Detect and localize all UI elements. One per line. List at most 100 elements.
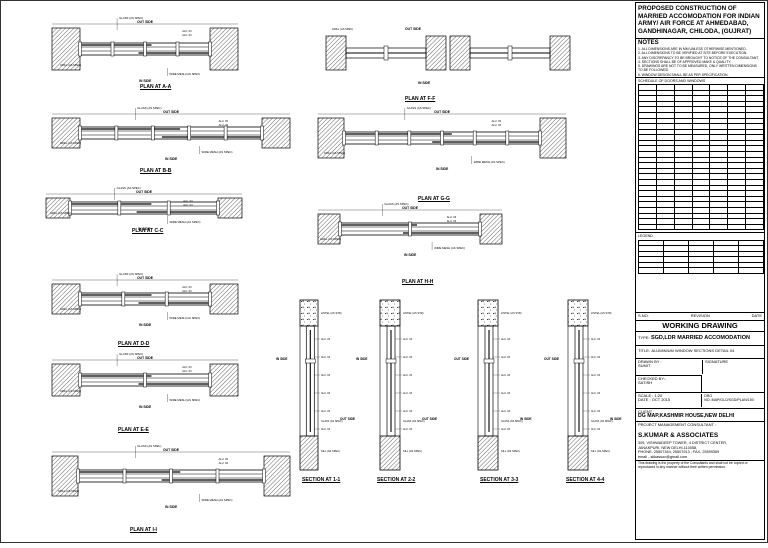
callout-text: GRILL (AS SPEC) bbox=[332, 27, 353, 31]
inside-text: IN SIDE bbox=[436, 167, 449, 171]
drawing-status: WORKING DRAWING bbox=[636, 319, 764, 332]
schedule-cell bbox=[727, 223, 747, 231]
project-title: PROPOSED CONSTRUCTION OF MARRIED ACCOMOD… bbox=[636, 3, 764, 40]
section-view: LINTEL (AS STR)SILL (AS SPEC)ALU. 03ALU.… bbox=[454, 299, 532, 471]
window-frame bbox=[305, 325, 315, 437]
title-label: TITLE: bbox=[638, 348, 651, 354]
plan-label-i: PLAN AT I-I bbox=[130, 527, 157, 533]
plan-label-b: PLAN AT B-B bbox=[140, 168, 172, 174]
wall-right bbox=[209, 283, 239, 315]
callout-text: ALU. 03 bbox=[321, 356, 331, 359]
plan-view: GLASS (AS SPEC)WIRE MESH (AS SPEC)ALU. 0… bbox=[317, 202, 503, 257]
wall-left bbox=[51, 363, 81, 397]
callout-text: SILL (AS SPEC) bbox=[591, 449, 610, 453]
legend-heading: LEGEND bbox=[636, 232, 764, 239]
mullion bbox=[408, 221, 412, 237]
section-label-2: SECTION AT 2-2 bbox=[377, 477, 416, 483]
mullion bbox=[342, 130, 346, 146]
mullion bbox=[216, 200, 220, 216]
callout-text: ALU. 03 bbox=[182, 285, 192, 289]
outside-text: OUT SIDE bbox=[163, 110, 180, 114]
lintel bbox=[477, 299, 499, 327]
revision-header: S.NO. REVISION DATE bbox=[636, 312, 764, 320]
callout-text: ALU. 03 bbox=[591, 356, 601, 359]
schedule-heading: SCHEDULE OF DOORS AND WINDOWS bbox=[636, 76, 764, 84]
schedule-row bbox=[638, 117, 764, 125]
schedule-cell bbox=[745, 83, 764, 91]
checked-by-label: CHECKED BY:- bbox=[638, 375, 667, 381]
wall-left bbox=[325, 35, 347, 71]
schedule-row bbox=[638, 212, 764, 220]
client-value: DG MAP,KASHMIR HOUSE,NEW DELHI bbox=[638, 413, 735, 420]
plan-label-a: PLAN AT A-A bbox=[140, 84, 172, 90]
schedule-cell bbox=[745, 111, 764, 119]
callout-text: LINTEL (AS STR) bbox=[591, 311, 612, 315]
inside-text: IN SIDE bbox=[165, 505, 178, 509]
wall-left bbox=[51, 283, 81, 315]
plan-label-g: PLAN AT G-G bbox=[418, 196, 450, 202]
plan-label-e: PLAN AT E-E bbox=[118, 427, 149, 433]
callout-text: ALU. 03 bbox=[182, 29, 192, 33]
callout-text: ALU. 03 bbox=[492, 119, 502, 123]
mullion bbox=[507, 45, 513, 61]
mullion bbox=[215, 468, 220, 484]
callout-text: ALU. 03 bbox=[501, 428, 511, 431]
type-value: SGD,LDR MARRIED ACCOMODATION bbox=[650, 335, 750, 342]
rev-col-revision: REVISION bbox=[690, 313, 710, 319]
callout-text: WIRE MESH (AS SPEC) bbox=[434, 246, 465, 250]
callout-text: ALU. 03 bbox=[321, 410, 331, 413]
callout-text: ALU. 03 bbox=[403, 338, 413, 341]
wall-right bbox=[479, 213, 503, 245]
inside-text: IN SIDE bbox=[418, 81, 431, 85]
callout-text: GRILL (AS SPEC) bbox=[58, 489, 79, 493]
consultant-name: S.KUMAR & ASSOCIATES bbox=[638, 431, 719, 439]
mullion bbox=[472, 130, 477, 146]
callout-text: ALU. 03 bbox=[501, 338, 511, 341]
consultant-block: S.KUMAR & ASSOCIATES 305, VISHWADEEP TOW… bbox=[636, 429, 764, 460]
outside-text: OUT SIDE bbox=[136, 190, 153, 194]
schedule-row bbox=[638, 83, 764, 91]
callout-text: ALU. 03 bbox=[447, 219, 457, 223]
schedule-cell bbox=[745, 223, 764, 231]
callout-text: ALU. 03 bbox=[501, 374, 511, 377]
section-label-4: SECTION AT 4-4 bbox=[566, 477, 605, 483]
callout-text: ALU. 03 bbox=[321, 338, 331, 341]
mullion bbox=[169, 468, 173, 484]
callout-text: ALU. 03 bbox=[591, 428, 601, 431]
drawing-number: DRG NO.:MAP/GUJ/SGD/PLAN/150 bbox=[704, 393, 754, 402]
drawn-row: DRAWN BY : SUMIT SIGNATURE bbox=[636, 357, 764, 375]
disclaimer: This drawing is the property of the Cons… bbox=[636, 459, 764, 471]
callout-text: LINTEL (AS STR) bbox=[403, 311, 424, 315]
wall-left bbox=[51, 455, 79, 497]
callout-text: GLASS (AS SPEC) bbox=[117, 186, 141, 190]
callout-text: ALU. 03 bbox=[182, 289, 192, 293]
callout-text: ALU. 03 bbox=[183, 203, 193, 207]
schedule-row bbox=[638, 89, 764, 97]
callout-text: ALU. 03 bbox=[321, 374, 331, 377]
callout-text: ALU. 03 bbox=[501, 356, 511, 359]
sill bbox=[567, 435, 589, 471]
scale-value: 1:20 bbox=[654, 392, 663, 398]
note-item: 2. ALL DIMENSIONS TO BE VERIFIED AT SITE… bbox=[638, 51, 748, 56]
lintel bbox=[299, 299, 319, 327]
mullion bbox=[260, 125, 264, 141]
notes-heading: NOTES bbox=[638, 40, 659, 47]
callout-text: OUT SIDE bbox=[454, 357, 469, 361]
window-frame bbox=[386, 325, 396, 437]
mullion bbox=[505, 130, 510, 146]
callout-text: GLASS (AS SPEC) bbox=[501, 420, 523, 423]
inside-text: IN SIDE bbox=[404, 253, 417, 257]
callout-text: ALU. 03 bbox=[492, 123, 502, 127]
mullion bbox=[151, 125, 155, 141]
scale-row: SCALE : 1:20 DATE : OCT 2015 DRG NO.:MAP… bbox=[636, 391, 764, 408]
schedule-row bbox=[638, 223, 764, 231]
callout-text: SILL (AS SPEC) bbox=[403, 449, 422, 453]
callout-text: ALU. 03 bbox=[182, 369, 192, 373]
schedule-cell bbox=[638, 223, 657, 231]
plan-view: GLASS (AS SPEC)WIRE MESH (AS SPEC)ALU. 0… bbox=[51, 352, 239, 409]
wall-right bbox=[261, 117, 291, 149]
schedule-row bbox=[638, 261, 764, 269]
callout-text: ALU. 03 bbox=[219, 119, 229, 123]
mullion bbox=[440, 130, 444, 146]
